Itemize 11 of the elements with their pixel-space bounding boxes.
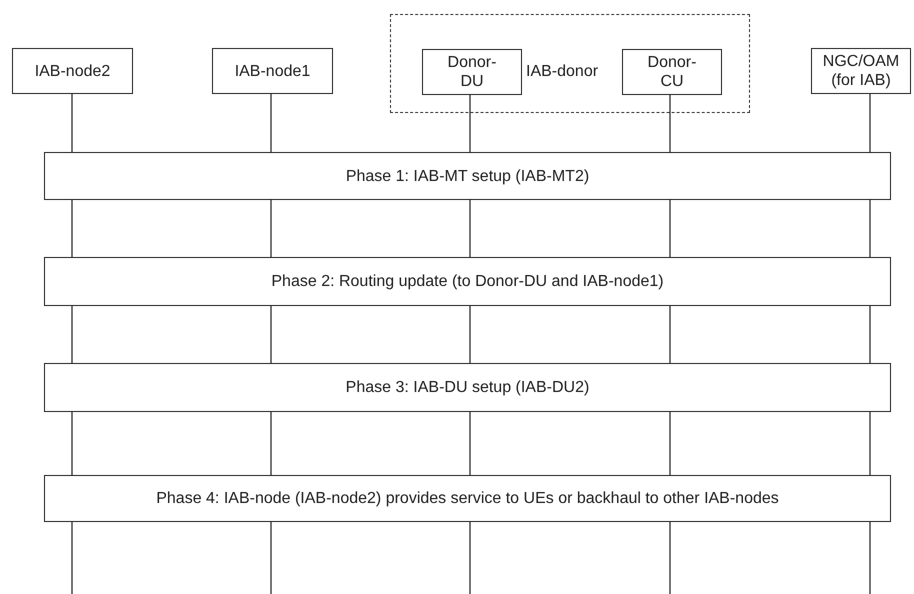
phase-box: Phase 4: IAB-node (IAB-node2) provides service to UEs or backhaul to other IAB-nodes <box>44 475 891 522</box>
phase-box: Phase 3: IAB-DU setup (IAB-DU2) <box>44 363 891 412</box>
participant-box: Donor-CU <box>622 49 722 95</box>
participant-box: IAB-node2 <box>12 48 133 94</box>
participant-box: Donor-DU <box>422 49 522 95</box>
phase-box: Phase 2: Routing update (to Donor-DU and IAB-node1) <box>44 257 891 306</box>
group-label: IAB-donor <box>526 62 598 81</box>
participant-box: IAB-node1 <box>212 48 333 94</box>
phase-box: Phase 1: IAB-MT setup (IAB-MT2) <box>44 152 891 200</box>
participant-box: NGC/OAM (for IAB) <box>811 48 911 94</box>
dashed-group-box <box>390 14 750 113</box>
